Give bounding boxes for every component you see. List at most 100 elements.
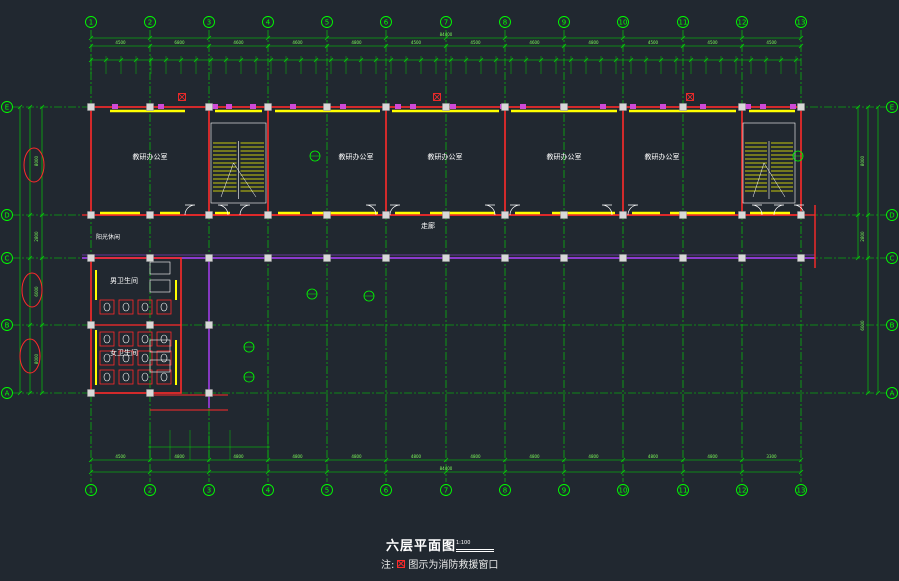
dim-tick	[620, 43, 626, 49]
axis-number-label: 10	[619, 19, 628, 27]
axis-bubble	[1, 387, 13, 399]
column	[679, 211, 687, 219]
column	[146, 321, 154, 329]
column	[501, 103, 509, 111]
restroom-label-female: 女卫生间	[110, 348, 138, 357]
column	[560, 211, 568, 219]
axis-bubble	[85, 484, 97, 496]
stair-arrow	[752, 162, 786, 198]
window-tag	[450, 104, 456, 109]
axis-letter-label: D	[4, 212, 9, 220]
dim-tick	[27, 212, 33, 218]
axis-number-label: 1	[89, 487, 93, 495]
dim-tick	[383, 43, 389, 49]
stairs	[210, 122, 796, 204]
dim-text-bottom-bay: 4800	[174, 454, 185, 459]
axis-letter-label: C	[890, 255, 895, 263]
axis-number-label: 12	[738, 19, 747, 27]
axis-number-label: 2	[148, 19, 152, 27]
axis-bubble	[262, 16, 274, 28]
dim-tick	[680, 43, 686, 49]
dim-tick	[561, 457, 567, 463]
dim-text-bottom-bay: 4800	[529, 454, 540, 459]
toilet-fixture	[160, 372, 168, 382]
note-prefix: 注:	[381, 560, 395, 571]
dim-tick	[502, 457, 508, 463]
column	[146, 103, 154, 111]
axis-number-label: 3	[207, 19, 211, 27]
window-tag	[410, 104, 416, 109]
axis-number-label: 12	[738, 487, 747, 495]
column	[501, 254, 509, 262]
dim-text-bottom-bay: 3300	[766, 454, 777, 459]
dim-text-bay: 4600	[292, 40, 303, 45]
axis-bubble	[886, 209, 898, 221]
rescue-window-icon	[397, 559, 406, 568]
axis-number-label: 1	[89, 19, 93, 27]
axis-bubble	[558, 16, 570, 28]
rescue-window-icon	[686, 93, 694, 101]
stair-core	[742, 122, 796, 204]
toilet-fixture	[103, 302, 111, 312]
dim-tick	[324, 35, 330, 41]
room-label: 教研办公室	[547, 152, 582, 161]
dim-tick	[265, 469, 271, 475]
dim-tick	[265, 43, 271, 49]
dim-tick	[27, 255, 33, 261]
dim-text-bay: 4600	[233, 40, 244, 45]
column	[679, 254, 687, 262]
axis-bubble	[1, 252, 13, 264]
dim-text-bottom-bay: 4800	[588, 454, 599, 459]
balcony-label: 阳光休闲	[96, 233, 120, 241]
door-swing	[184, 204, 196, 216]
dim-tick	[561, 469, 567, 475]
column	[382, 254, 390, 262]
toilet-stall	[99, 299, 115, 315]
column	[87, 389, 95, 397]
toilet-fixture	[122, 334, 130, 344]
column	[738, 103, 746, 111]
axis-bubble	[886, 319, 898, 331]
axis-number-label: 5	[325, 487, 329, 495]
axis-bubble	[380, 484, 392, 496]
window-tag	[520, 104, 526, 109]
toilet-stall	[156, 299, 172, 315]
door-swing	[389, 204, 401, 216]
door-swing	[601, 204, 613, 216]
dim-tick	[443, 35, 449, 41]
window-tag	[760, 104, 766, 109]
axis-letter-label: E	[890, 104, 894, 112]
axis-bubble	[321, 16, 333, 28]
axis-letter-label: B	[890, 322, 895, 330]
dim-tick	[443, 43, 449, 49]
axis-bubble	[144, 484, 156, 496]
axis-letter-label: E	[5, 104, 9, 112]
axis-number-label: 6	[384, 487, 389, 495]
dim-tick	[739, 469, 745, 475]
stair-arrow	[220, 162, 257, 198]
axis-bubble	[321, 484, 333, 496]
axis-number-label: 13	[797, 19, 806, 27]
axis-bubble	[262, 484, 274, 496]
rescue-window-icon	[433, 93, 441, 101]
dim-tick	[443, 457, 449, 463]
column	[323, 211, 331, 219]
toilet-fixture	[103, 334, 111, 344]
column	[738, 211, 746, 219]
axis-number-label: 4	[266, 487, 271, 495]
axis-bubble	[1, 319, 13, 331]
axis-bubble	[85, 16, 97, 28]
toilet-stall	[137, 369, 153, 385]
axis-bubble	[795, 484, 807, 496]
dim-tick	[265, 35, 271, 41]
dim-tick	[206, 35, 212, 41]
axis-number-label: 11	[679, 19, 688, 27]
dim-text-bay: 4500	[470, 40, 481, 45]
dim-text-bottom-bay: 4500	[115, 454, 126, 459]
column	[87, 103, 95, 111]
column	[146, 211, 154, 219]
door-swing	[217, 204, 229, 216]
column	[382, 103, 390, 111]
dim-tick	[39, 255, 45, 261]
